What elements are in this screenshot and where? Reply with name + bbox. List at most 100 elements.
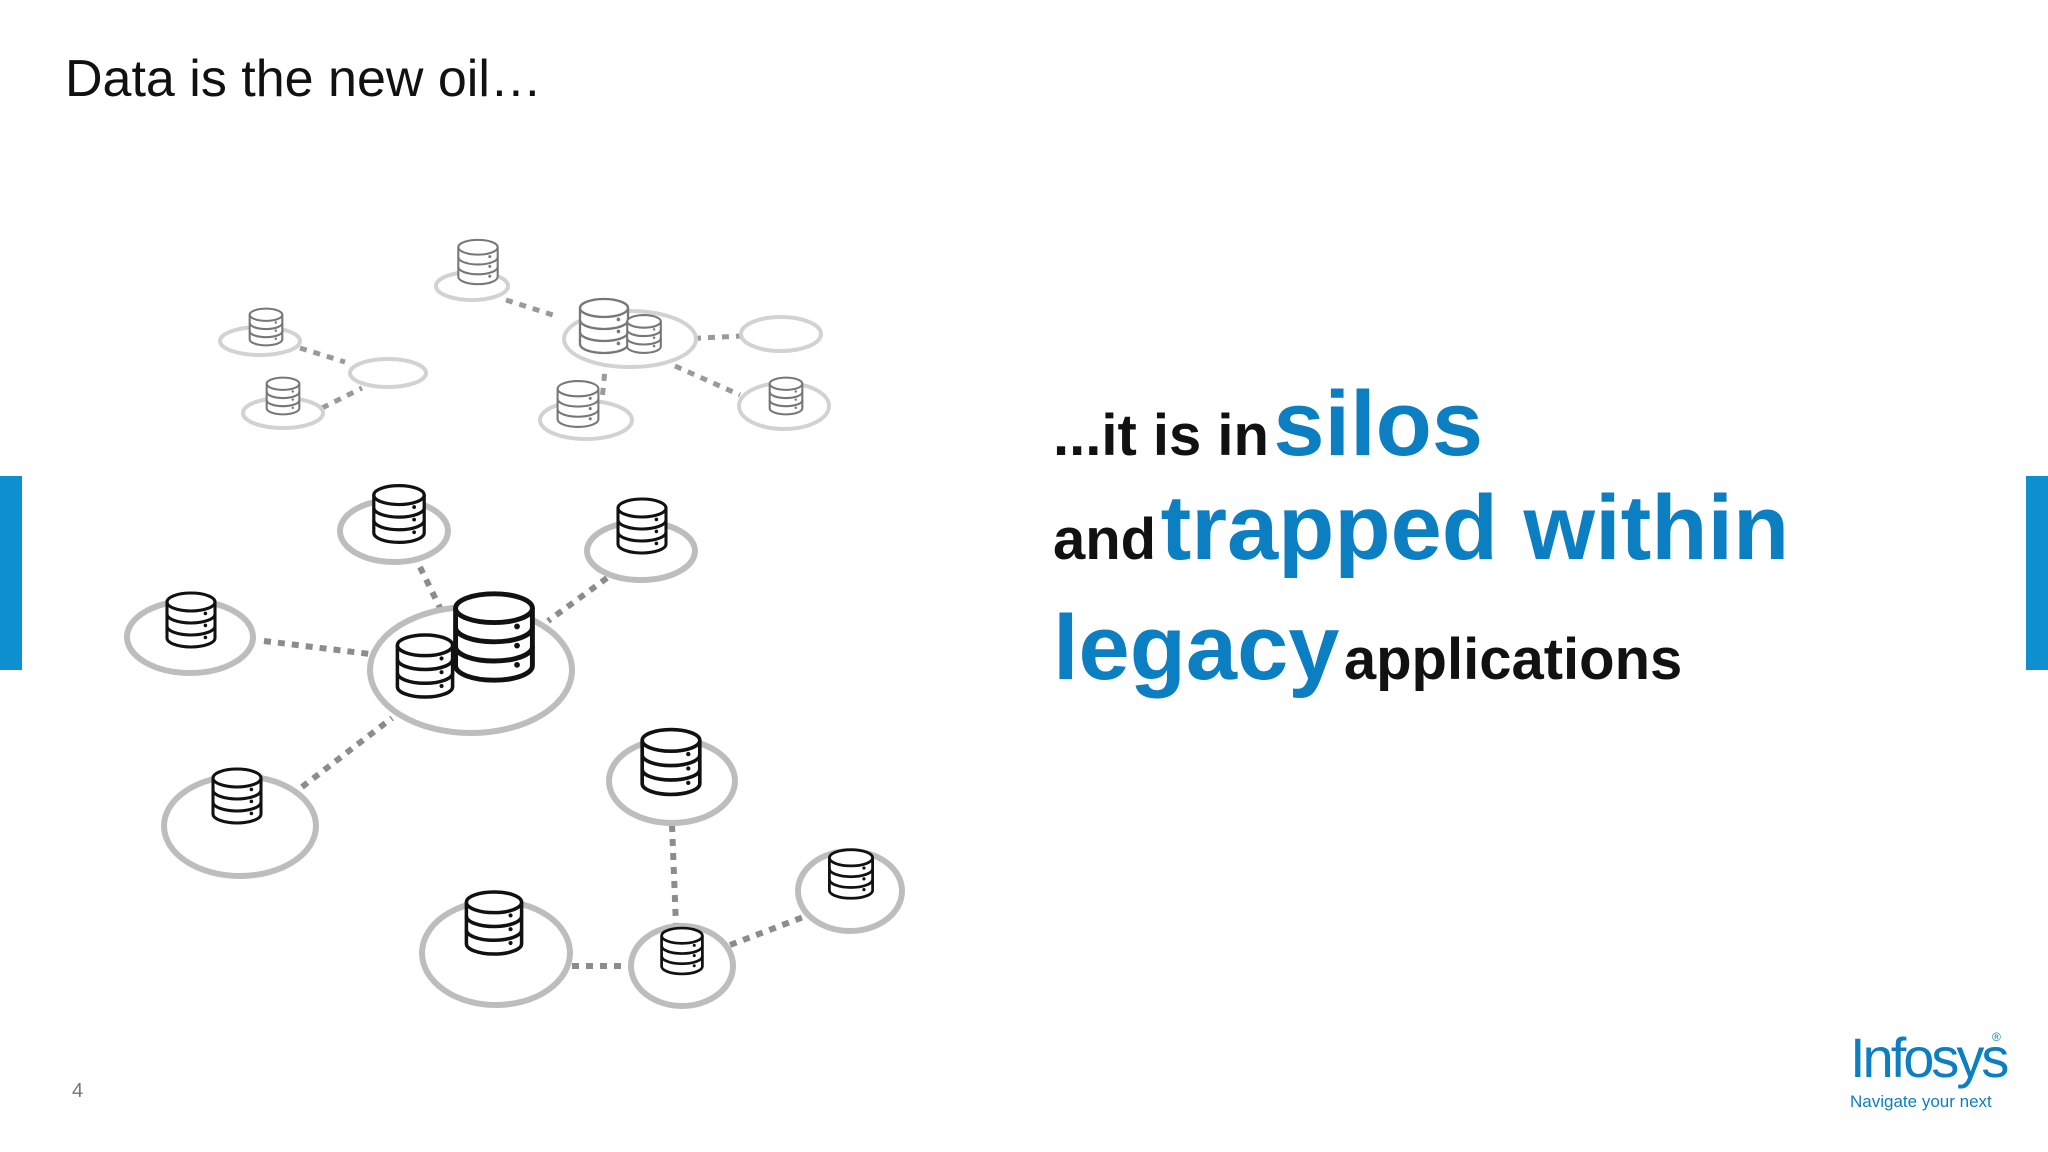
database-led <box>514 661 520 668</box>
database-led <box>588 417 592 421</box>
headline-accent-trapped: trapped within <box>1160 477 1790 579</box>
headline-line-2: and trapped within <box>1053 482 1993 602</box>
database-band <box>265 391 301 400</box>
dotted-connector <box>546 575 609 624</box>
database-led <box>862 866 866 870</box>
database-icon <box>768 376 804 416</box>
database-icon <box>828 848 874 900</box>
database-band <box>395 672 455 686</box>
database-led <box>439 683 444 689</box>
node-ring <box>348 357 428 389</box>
database-icon <box>626 314 662 354</box>
database-icon <box>616 497 668 555</box>
database-band <box>211 789 263 801</box>
database-icon <box>660 926 704 976</box>
headline-text-and: and <box>1053 507 1157 572</box>
dotted-connector <box>417 565 444 612</box>
database-led <box>686 751 691 757</box>
database-led <box>488 274 492 278</box>
database-band <box>660 945 704 955</box>
database-icon <box>395 633 455 699</box>
database-led <box>794 406 798 410</box>
database-top <box>265 376 301 391</box>
database-led <box>616 329 621 334</box>
database-band <box>248 322 284 331</box>
database-led <box>274 337 278 341</box>
right-accent-bar <box>2026 476 2048 670</box>
database-icon <box>265 376 301 416</box>
database-icon <box>578 297 630 355</box>
database-band <box>453 646 535 664</box>
database-top <box>453 591 535 626</box>
network-databases <box>165 238 874 976</box>
database-band <box>768 399 804 408</box>
headline-line-1: ...it is in silos <box>1053 378 1993 482</box>
database-band <box>165 613 217 625</box>
database-band <box>578 331 630 343</box>
database-band <box>768 391 804 400</box>
database-top <box>556 380 600 398</box>
database-led <box>654 529 659 534</box>
database-led <box>514 642 520 649</box>
database-icon <box>211 767 263 825</box>
database-led <box>439 670 444 675</box>
slide-title: Data is the new oil… <box>65 50 542 108</box>
database-icon <box>556 380 600 428</box>
database-top <box>640 727 702 754</box>
database-band <box>372 507 426 519</box>
database-icon <box>457 238 499 286</box>
database-top <box>578 297 630 319</box>
database-band <box>464 929 524 943</box>
logo-registered-mark: ® <box>1992 1030 2001 1044</box>
headline-accent-legacy: legacy <box>1053 597 1340 699</box>
database-led <box>291 398 295 401</box>
database-band <box>464 915 524 929</box>
database-led <box>794 398 798 401</box>
database-led <box>291 390 295 393</box>
database-band <box>828 879 874 889</box>
database-led <box>654 541 659 546</box>
database-led <box>616 341 621 346</box>
database-led <box>412 530 417 535</box>
database-band <box>828 868 874 879</box>
headline-line-3: legacy applications <box>1053 602 1993 712</box>
infosys-logo: Infosys ® Navigate your next <box>1850 1030 2010 1112</box>
database-band <box>265 399 301 408</box>
database-body <box>626 321 662 354</box>
database-led <box>203 623 208 628</box>
database-led <box>249 799 254 804</box>
database-body <box>457 247 499 286</box>
node-ring <box>739 315 823 353</box>
headline-text-intro: ...it is in <box>1053 403 1269 468</box>
database-band <box>556 398 600 408</box>
database-led <box>514 623 520 630</box>
dotted-connector <box>669 824 679 926</box>
headline-accent-silos: silos <box>1273 373 1484 475</box>
database-band <box>395 658 455 672</box>
dotted-connector <box>320 385 364 411</box>
database-led <box>654 517 659 522</box>
database-top <box>395 633 455 658</box>
database-band <box>660 955 704 966</box>
database-led <box>508 927 513 932</box>
database-led <box>203 635 208 640</box>
database-band <box>616 531 668 543</box>
database-band <box>640 754 702 768</box>
database-top <box>768 376 804 391</box>
dotted-connector <box>679 333 743 342</box>
logo-tagline: Navigate your next <box>1850 1092 1992 1111</box>
database-top <box>248 307 284 322</box>
database-icon <box>464 890 524 956</box>
database-led <box>616 317 621 322</box>
database-led <box>652 336 656 340</box>
dotted-connector <box>299 345 346 365</box>
dotted-connector <box>300 715 394 790</box>
dotted-connector <box>673 363 742 398</box>
database-band <box>640 768 702 782</box>
database-led <box>692 943 696 947</box>
database-top <box>660 926 704 945</box>
database-led <box>488 264 492 268</box>
database-band <box>248 330 284 339</box>
